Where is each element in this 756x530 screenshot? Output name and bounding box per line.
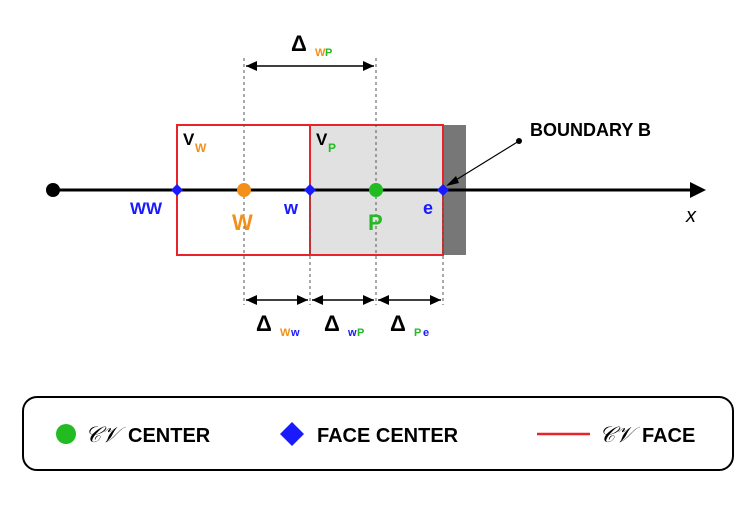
- svg-text:P: P: [414, 327, 421, 339]
- node-label-w-upper: W: [232, 210, 253, 235]
- boundary-pointer-arrowhead: [446, 176, 459, 186]
- boundary-pointer-line: [450, 140, 520, 184]
- legend-item-cv-face: 𝒞𝒱 FACE: [537, 422, 695, 447]
- svg-text:P: P: [357, 327, 364, 339]
- axis-origin-dot: [46, 183, 60, 197]
- svg-text:W: W: [315, 47, 326, 59]
- volume-label-west: V W: [183, 130, 207, 155]
- svg-text:Δ: Δ: [256, 311, 272, 336]
- legend-box: [22, 396, 734, 471]
- svg-text:e: e: [423, 327, 429, 339]
- dimension-arrow-pe: [378, 295, 441, 305]
- svg-text:Δ: Δ: [324, 311, 340, 336]
- x-axis-arrowhead: [690, 182, 706, 198]
- boundary-pointer-dot: [516, 138, 522, 144]
- node-label-e: e: [423, 198, 433, 218]
- dimension-arrow-ww: [246, 295, 308, 305]
- legend-item-cv-center: 𝒞𝒱 CENTER: [56, 422, 211, 447]
- legend-cv-center-label: CENTER: [128, 425, 211, 447]
- svg-text:w: w: [347, 327, 357, 339]
- svg-text:Δ: Δ: [291, 31, 307, 56]
- legend-cv-symbol-2: 𝒞𝒱: [599, 422, 640, 447]
- legend-cv-center-dot: [56, 424, 76, 444]
- legend-cv-symbol-1: 𝒞𝒱: [85, 422, 126, 447]
- node-label-ww: WW: [130, 199, 163, 218]
- dimension-label-ww: Δ W w: [256, 311, 300, 339]
- face-center-ww: [171, 184, 183, 196]
- dimension-arrow-wp: [312, 295, 374, 305]
- svg-text:W: W: [195, 141, 207, 155]
- svg-text:W: W: [280, 327, 291, 339]
- dimension-label-wp: Δ w P: [324, 311, 364, 339]
- boundary-label: BOUNDARY B: [530, 120, 651, 140]
- svg-text:V: V: [183, 130, 195, 149]
- legend-face-center-label: FACE CENTER: [317, 425, 459, 447]
- node-label-w-lower: w: [283, 198, 299, 218]
- node-label-p: P: [368, 210, 383, 235]
- legend-cv-face-label: FACE: [642, 425, 695, 447]
- svg-text:V: V: [316, 130, 328, 149]
- face-center-e: [437, 184, 449, 196]
- cv-center-w: [237, 183, 251, 197]
- dimension-label-pe: Δ P e: [390, 311, 429, 339]
- face-center-w: [304, 184, 316, 196]
- dimension-arrow-top: [246, 61, 374, 71]
- dashed-guides: [243, 58, 444, 305]
- legend-item-face-center: FACE CENTER: [280, 422, 459, 447]
- svg-text:w: w: [290, 327, 300, 339]
- dimension-label-top: Δ W P: [291, 31, 332, 59]
- x-axis-label: x: [685, 205, 697, 227]
- volume-label-center: V P: [316, 130, 336, 155]
- svg-text:P: P: [325, 47, 332, 59]
- cv-center-p: [369, 183, 383, 197]
- svg-text:Δ: Δ: [390, 311, 406, 336]
- svg-text:P: P: [328, 141, 336, 155]
- legend-face-center-diamond: [280, 422, 304, 446]
